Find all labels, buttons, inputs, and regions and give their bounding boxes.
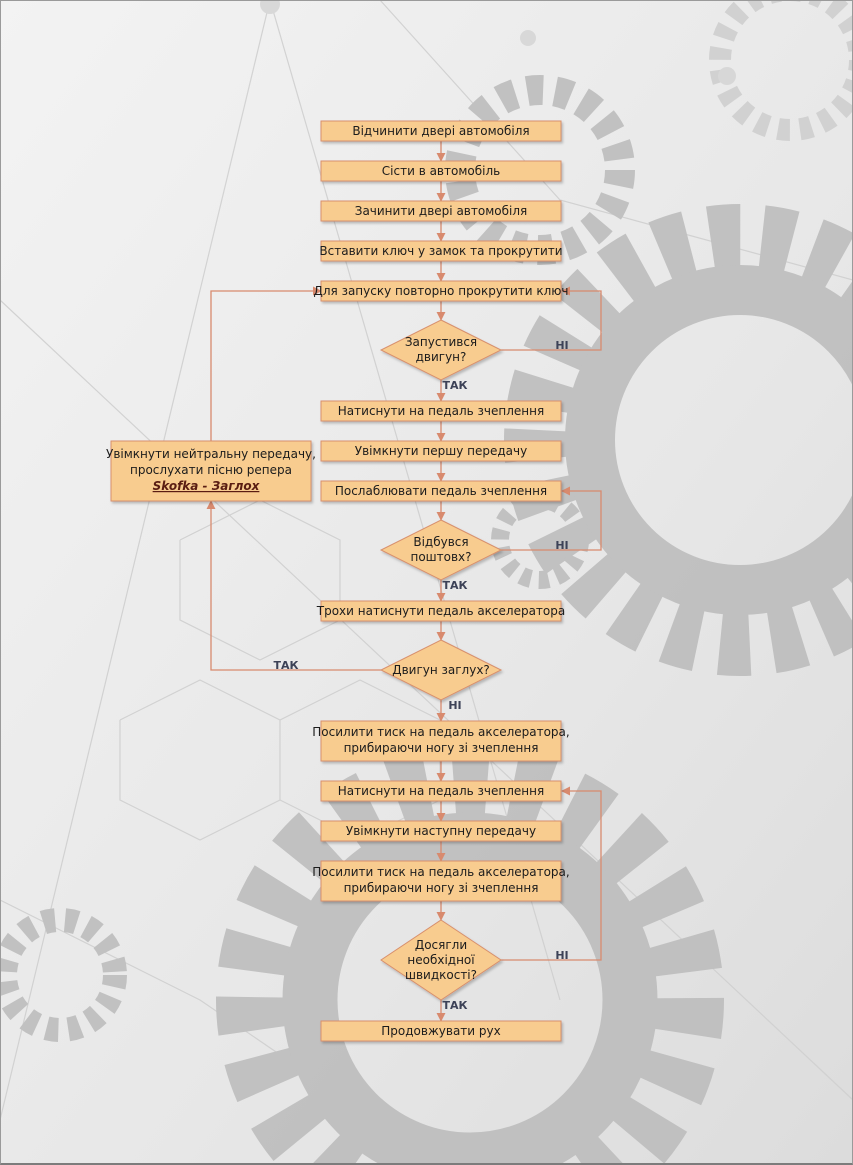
edge-label-no: НІ	[555, 539, 568, 552]
step-sit-in-car[interactable]: Сісти в автомобіль	[320, 160, 562, 182]
decision-jolt[interactable]: Відбувся поштовх?	[379, 519, 503, 581]
connectors	[206, 140, 602, 1022]
step-label: Для запуску повторно прокрутити ключ	[313, 284, 568, 298]
edge-label-yes: ТАК	[442, 579, 467, 592]
arrow	[210, 286, 322, 441]
step-label: Продовжувати рух	[381, 1024, 500, 1038]
step-label-line2: прибираючи ногу зі зчеплення	[344, 741, 539, 755]
decisions: Запустився двигун? Відбувся поштовх? Дви…	[379, 319, 503, 1001]
step-label: Вставити ключ у замок та прокрутити	[319, 244, 562, 258]
step-release-clutch[interactable]: Послаблювати педаль зчеплення	[320, 480, 562, 502]
step-increase-accelerator-again[interactable]: Посилити тиск на педаль акселератора, пр…	[312, 860, 570, 902]
step-press-accelerator[interactable]: Трохи натиснути педаль акселератора	[316, 600, 565, 622]
process-steps: Відчинити двері автомобіля Сісти в автом…	[312, 120, 570, 1042]
step-label: Послаблювати педаль зчеплення	[335, 484, 547, 498]
step-label-line1: Посилити тиск на педаль акселератора,	[312, 865, 569, 879]
decision-engine-started[interactable]: Запустився двигун?	[379, 319, 503, 381]
step-label: Натиснути на педаль зчеплення	[338, 784, 544, 798]
step-label-line1: Посилити тиск на педаль акселератора,	[312, 725, 569, 739]
decision-label-line1: Запустився	[405, 335, 477, 349]
step-label: Сісти в автомобіль	[382, 164, 500, 178]
step-increase-accelerator[interactable]: Посилити тиск на педаль акселератора, пр…	[312, 720, 570, 762]
step-close-door[interactable]: Зачинити двері автомобіля	[320, 200, 562, 222]
edge-label-yes: ТАК	[442, 379, 467, 392]
step-label: Трохи натиснути педаль акселератора	[316, 604, 565, 618]
step-label: Натиснути на педаль зчеплення	[338, 404, 544, 418]
decision-label-line2: необхідної	[407, 953, 475, 967]
step-continue-driving[interactable]: Продовжувати рух	[320, 1020, 562, 1042]
decision-label-line1: Досягли	[415, 938, 467, 952]
edge-label-yes: ТАК	[442, 999, 467, 1012]
decision-label-line2: двигун?	[416, 350, 467, 364]
step-open-door[interactable]: Відчинити двері автомобіля	[320, 120, 562, 142]
decision-engine-stalled[interactable]: Двигун заглух?	[379, 639, 503, 701]
edge-label-no: НІ	[555, 949, 568, 962]
decision-label-line3: швидкості?	[405, 968, 477, 982]
step-label: Увімкнути першу передачу	[355, 444, 527, 458]
step-next-gear[interactable]: Увімкнути наступну передачу	[320, 820, 562, 842]
step-insert-key[interactable]: Вставити ключ у замок та прокрутити	[319, 240, 563, 262]
edge-label-no: НІ	[555, 339, 568, 352]
step-turn-key-again[interactable]: Для запуску повторно прокрутити ключ	[313, 280, 569, 302]
edge-labels: ТАК НІ ТАК НІ ТАК НІ ТАК НІ	[273, 339, 568, 1012]
step-press-clutch-again[interactable]: Натиснути на педаль зчеплення	[320, 780, 562, 802]
edge-label-no: НІ	[448, 699, 461, 712]
decision-label-line2: поштовх?	[410, 550, 471, 564]
step-press-clutch[interactable]: Натиснути на педаль зчеплення	[320, 400, 562, 422]
song-link[interactable]: Skofka - Заглох	[153, 479, 261, 493]
decision-label-line1: Відбувся	[413, 535, 468, 549]
edge-label-yes: ТАК	[273, 659, 298, 672]
step-label: Зачинити двері автомобіля	[355, 204, 527, 218]
arrow	[206, 500, 381, 671]
step-label: Відчинити двері автомобіля	[352, 124, 529, 138]
arrow	[501, 786, 602, 961]
step-label: Увімкнути наступну передачу	[346, 824, 536, 838]
decision-label: Двигун заглух?	[392, 663, 490, 677]
side-box-line2: прослухати пісню репера	[130, 463, 292, 477]
arrow	[501, 486, 602, 551]
decision-speed-reached[interactable]: Досягли необхідної швидкості?	[380, 919, 502, 1001]
step-label-line2: прибираючи ногу зі зчеплення	[344, 881, 539, 895]
step-first-gear[interactable]: Увімкнути першу передачу	[320, 440, 562, 462]
side-box-neutral-gear[interactable]: Увімкнути нейтральну передачу, прослухат…	[106, 440, 316, 502]
arrow	[501, 286, 602, 351]
side-box-line1: Увімкнути нейтральну передачу,	[106, 447, 316, 461]
